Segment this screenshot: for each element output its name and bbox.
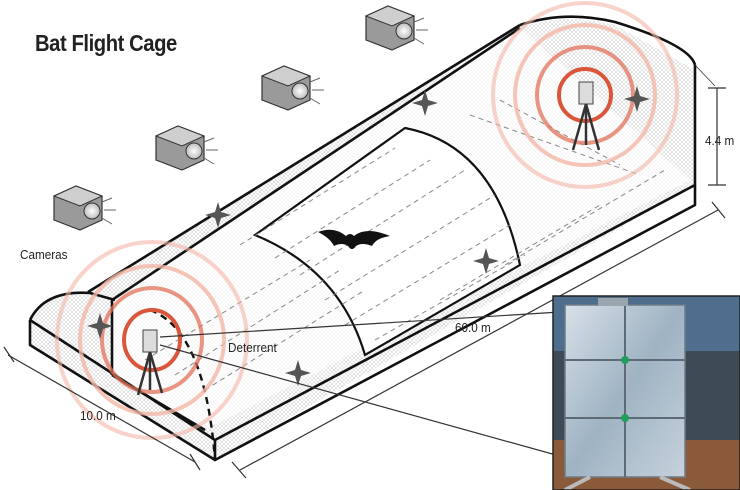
- front-arch-dashed: [149, 308, 217, 461]
- camera-icon: [260, 65, 324, 111]
- deterrent-tripod-icon: [136, 329, 164, 396]
- length-dimension-label: 60.0 m: [455, 320, 491, 335]
- light-star-icon: [87, 86, 650, 386]
- cameras-label: Cameras: [20, 247, 68, 262]
- deterrent-label: Deterrent: [228, 340, 277, 355]
- floor-lines: [144, 99, 666, 391]
- callout-lines: [159, 311, 561, 456]
- deterrent-rings-right: [491, 1, 679, 189]
- deterrent-tripod-icon: [571, 81, 601, 151]
- camera-icon: [364, 5, 428, 51]
- camera-icon: [154, 125, 218, 171]
- dimension-lines: [3, 64, 726, 479]
- camera-icon: [52, 185, 116, 231]
- inner-tunnel: [252, 126, 522, 357]
- deterrent-photo: [552, 295, 740, 490]
- height-dimension-label: 4.4 m: [705, 133, 735, 148]
- bat-icon: [318, 229, 390, 249]
- diagram-title: Bat Flight Cage: [35, 30, 177, 56]
- width-dimension-label: 10.0 m: [80, 408, 116, 423]
